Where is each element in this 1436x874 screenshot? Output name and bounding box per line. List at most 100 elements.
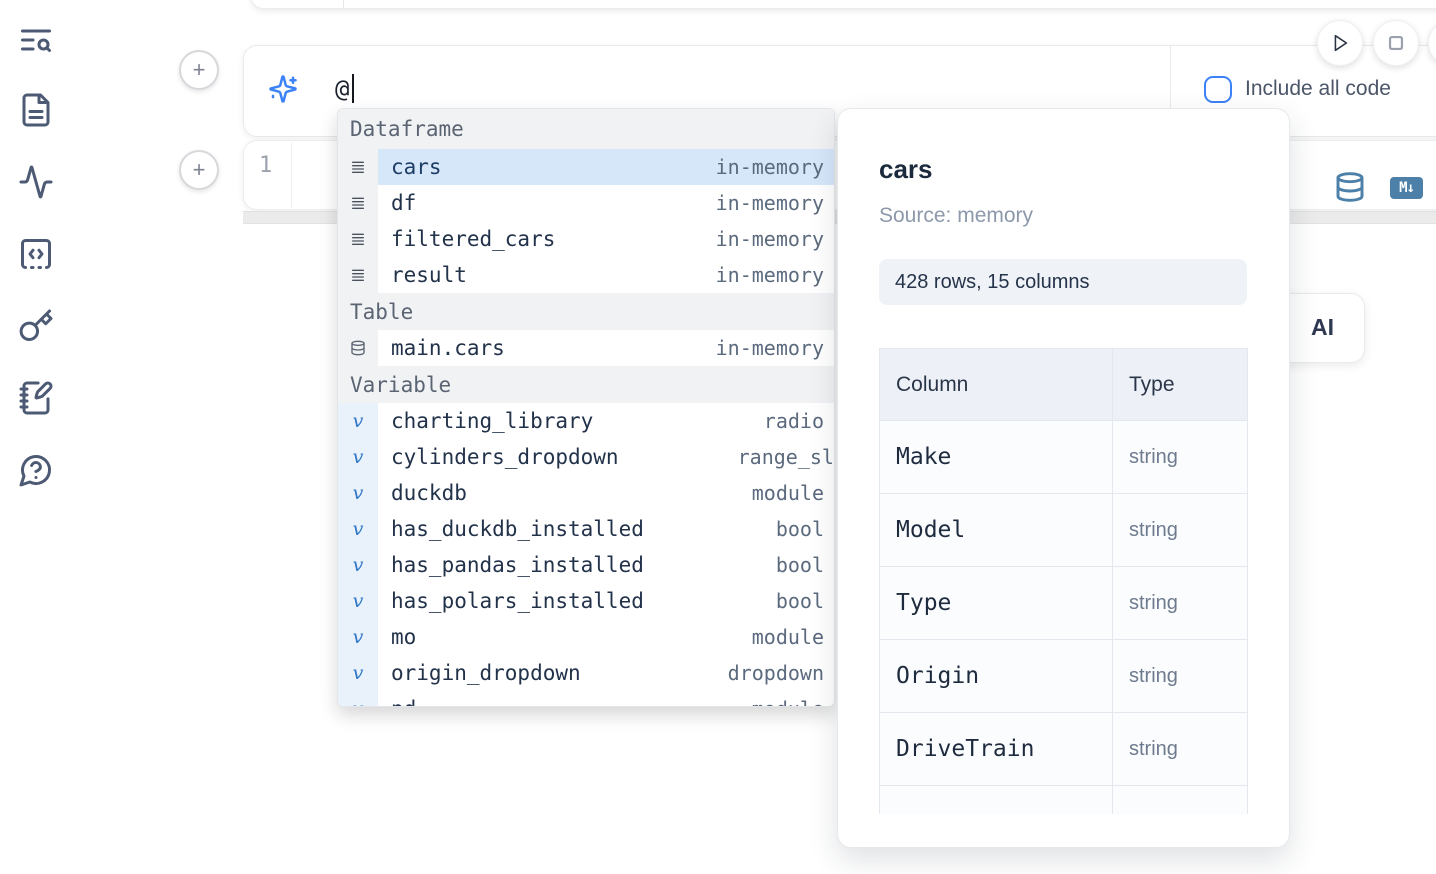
autocomplete-item-result[interactable]: result in-memory [338,257,834,293]
item-type: in-memory [715,263,824,287]
schema-column-name: Type [879,566,1113,640]
item-name: df [391,191,417,215]
item-name: has_duckdb_installed [391,517,644,541]
table-of-contents-search-icon[interactable] [18,22,54,58]
autocomplete-section-header: Variable [338,366,834,403]
item-name: cylinders_dropdown [391,445,619,469]
item-name: has_pandas_installed [391,553,644,577]
document-icon[interactable] [18,92,54,128]
schema-column-name [879,785,1113,814]
autocomplete-item-pd[interactable]: vpd module [338,691,834,706]
item-name: cars [391,155,442,179]
preview-source: Source: memory [879,204,1034,227]
schema-column-name: Model [879,493,1113,567]
item-name: duckdb [391,481,467,505]
autocomplete-item-main.cars[interactable]: main.cars in-memory [338,330,834,366]
dataframe-icon [338,149,378,185]
schema-column-type: string [1112,493,1248,567]
item-type: in-memory [715,155,824,179]
item-type: in-memory [715,227,824,251]
variable-icon: v [338,619,378,655]
item-name: result [391,263,467,287]
datasource-database-icon[interactable] [1334,171,1366,203]
item-type: bool [775,589,824,613]
autocomplete-item-has_pandas_installed[interactable]: v has_pandas_installed bool [338,547,834,583]
include-all-code-checkbox[interactable] [1204,76,1232,103]
dataframe-icon [338,221,378,257]
stop-button[interactable] [1373,20,1419,66]
autocomplete-item-df[interactable]: df in-memory [338,185,834,221]
schema-column-type: string [1112,712,1248,786]
item-name: pd [378,697,416,706]
preview-title: cars [879,154,933,184]
add-cell-button-top[interactable]: + [179,50,219,90]
autocomplete-section-header: Dataframe [338,109,834,149]
help-chat-icon[interactable] [18,452,54,488]
schema-column-name: DriveTrain [879,712,1113,786]
line-number: 1 [259,153,273,178]
schema-col-header: Column [879,348,1113,421]
schema-column-type [1112,785,1248,814]
text-caret [352,74,354,103]
item-type: radio [763,409,824,433]
previous-cell-remnant [250,0,1436,9]
autocomplete-item-filtered_cars[interactable]: filtered_cars in-memory [338,221,834,257]
dataframe-icon [338,257,378,293]
item-type: dropdown [727,661,824,685]
item-type: bool [775,517,824,541]
dataframe-icon [338,185,378,221]
item-type: bool [775,553,824,577]
sparkles-ai-icon [268,74,298,104]
table-icon [338,330,378,366]
schema-column-name: Make [879,420,1113,494]
item-name: has_polars_installed [391,589,644,613]
variable-icon: v [338,691,378,706]
preview-shape-badge: 428 rows, 15 columns [879,259,1247,305]
autocomplete-item-cars[interactable]: cars in-memory [338,149,834,185]
variable-icon: v [338,475,378,511]
variable-icon: v [338,403,378,439]
variable-icon: v [338,439,378,475]
schema-row [879,785,1248,814]
previous-cell-gutter-divider [343,0,344,9]
autocomplete-item-has_polars_installed[interactable]: v has_polars_installed bool [338,583,834,619]
scratchpad-notebook-icon[interactable] [18,380,54,416]
variable-icon: v [338,583,378,619]
secrets-key-icon[interactable] [18,308,54,344]
activity-icon[interactable] [18,164,54,200]
run-cell-button[interactable] [1317,20,1363,66]
variable-icon: v [338,547,378,583]
schema-column-name: Origin [879,639,1113,713]
markdown-icon[interactable]: M↓ [1390,177,1423,199]
add-cell-button[interactable]: + [179,150,219,190]
item-name: mo [391,625,417,649]
item-name: main.cars [391,336,505,360]
item-type: in-memory [715,336,824,360]
autocomplete-item-origin_dropdown[interactable]: v origin_dropdown dropdown [338,655,834,691]
prompt-divider [1170,46,1171,136]
variable-icon: v [338,655,378,691]
include-all-code-label: Include all code [1245,77,1391,100]
item-type: in-memory [715,191,824,215]
snippets-code-icon[interactable] [18,236,54,272]
autocomplete-section-header: Table [338,293,834,330]
item-name: filtered_cars [391,227,556,251]
schema-column-type: string [1112,566,1248,640]
item-type: module [752,697,834,706]
item-type: module [751,481,824,505]
dataframe-preview-popover: cars Source: memory 428 rows, 15 columns… [837,108,1290,848]
schema-column-type: string [1112,639,1248,713]
item-name: origin_dropdown [391,661,581,685]
